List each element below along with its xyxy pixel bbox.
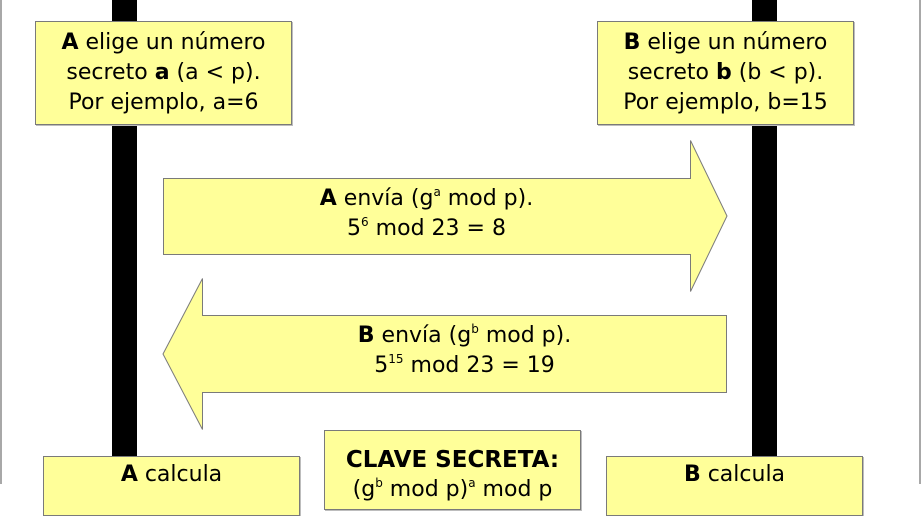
arrow-b-line1: B envía (gb mod p). [202,321,727,351]
box-a-compute-line1: A calcula [44,460,299,490]
box-a-compute: A calcula [43,456,300,516]
secret-key-title: CLAVE SECRETA: [345,447,560,473]
box-b-line3: Por ejemplo, b=15 [623,90,828,115]
box-a-line3: Por ejemplo, a=6 [68,90,259,115]
box-a-choose-secret: A elige un número secreto a (a < p). Por… [35,21,292,125]
text: calcula [137,462,223,487]
text: (g [352,477,376,502]
secret-key-formula: (gb mod p)a mod p [325,475,580,505]
text: envía (g [336,186,434,211]
arrow-a-to-b: A envía (ga mod p). 56 mod 23 = 8 [160,138,730,296]
text: mod p). [440,186,534,211]
exponent: 6 [361,215,369,229]
text: envía (g [374,323,472,348]
actor-b-label: B [683,462,701,487]
box-b-choose-secret: B elige un número secreto b (b < p). Por… [597,21,854,125]
box-b-line2: secreto b (b < p). [598,58,853,88]
actor-a-label: A [61,30,79,55]
text: mod 23 = 8 [368,216,506,241]
exponent: b [471,322,479,336]
text: mod 23 = 19 [403,353,555,378]
var-b: b [716,60,732,85]
box-a-line1: A elige un número [36,28,291,58]
text: secreto [627,60,716,85]
exponent: 15 [388,352,404,366]
actor-b-label: B [357,323,375,348]
exponent: a [468,476,476,490]
arrow-b-line2: 515 mod 23 = 19 [202,351,727,381]
text: mod p) [382,477,469,502]
text: 5 [347,216,362,241]
actor-a-label: A [319,186,337,211]
exponent: a [433,185,441,199]
text: elige un número [78,30,266,55]
text: mod p [475,477,553,502]
actor-b-label: B [623,30,641,55]
box-b-line1: B elige un número [598,28,853,58]
var-a: a [154,60,170,85]
actor-a-label: A [120,462,138,487]
box-b-compute: B calcula [606,456,863,516]
page-right-edge [919,0,921,484]
text: (b < p). [731,60,824,85]
text: 5 [374,353,389,378]
right-arrow-icon [163,140,728,292]
box-b-compute-line1: B calcula [607,460,862,490]
text: calcula [700,462,786,487]
page-left-edge [0,0,2,484]
text: (a < p). [169,60,261,85]
exponent: b [375,476,383,490]
left-arrow-icon [162,278,727,430]
box-a-line2: secreto a (a < p). [36,58,291,88]
text: secreto [66,60,155,85]
text: elige un número [640,30,828,55]
arrow-a-line1: A envía (ga mod p). [163,184,690,214]
box-secret-key: CLAVE SECRETA: (gb mod p)a mod p [324,430,581,510]
arrow-b-to-a: B envía (gb mod p). 515 mod 23 = 19 [160,276,730,434]
arrow-a-text: A envía (ga mod p). 56 mod 23 = 8 [163,184,690,244]
arrow-b-text: B envía (gb mod p). 515 mod 23 = 19 [202,321,727,381]
text: mod p). [478,323,572,348]
arrow-a-line2: 56 mod 23 = 8 [163,214,690,244]
